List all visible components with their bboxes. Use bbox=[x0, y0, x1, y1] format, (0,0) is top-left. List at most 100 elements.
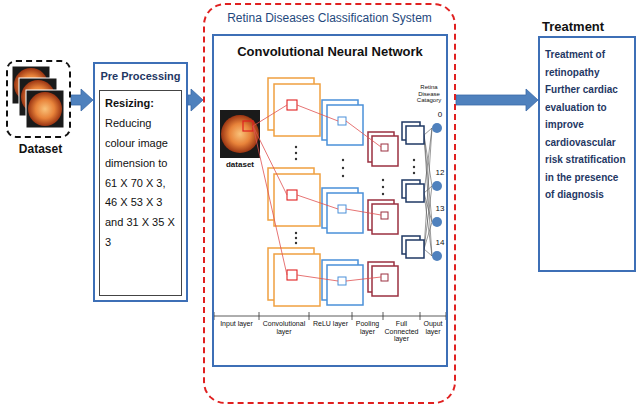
system-title: Retina Diseases Classification System bbox=[209, 11, 450, 25]
dense-links bbox=[424, 128, 432, 193]
output-units bbox=[432, 181, 442, 191]
layer-axis bbox=[352, 312, 353, 320]
dense-links bbox=[424, 249, 432, 256]
continuation-dots bbox=[413, 172, 415, 174]
output-units bbox=[432, 251, 442, 261]
continuation-dots bbox=[382, 186, 384, 188]
kernel-windows bbox=[287, 270, 297, 280]
convolution-maps bbox=[274, 254, 320, 306]
dense-links bbox=[424, 128, 432, 249]
dataset-label: Dataset bbox=[0, 142, 81, 156]
relu-maps bbox=[327, 105, 363, 145]
dataset-box: Dataset bbox=[6, 60, 71, 138]
cnn-box: Convolutional Neural Network bbox=[212, 34, 448, 367]
relu-maps bbox=[322, 100, 363, 305]
pooling-maps bbox=[368, 132, 398, 296]
input-image bbox=[220, 110, 260, 158]
feature-links bbox=[297, 275, 338, 281]
pooling-maps bbox=[372, 204, 398, 234]
layer-axis bbox=[420, 312, 421, 320]
input-image bbox=[220, 110, 260, 158]
continuation-dots bbox=[295, 158, 297, 160]
layer-axis bbox=[309, 312, 310, 320]
feature-links bbox=[297, 105, 338, 121]
output-units bbox=[432, 123, 442, 133]
detail-box: Resizing: Reducing colour image dimension… bbox=[99, 90, 182, 296]
process-box: Pre ProcessingResizing: Reducing colour i… bbox=[93, 62, 188, 302]
continuation-dots bbox=[295, 237, 297, 239]
continuation-dots bbox=[382, 193, 384, 195]
feature-links bbox=[253, 105, 287, 126]
relu-maps bbox=[338, 205, 346, 213]
dense-links bbox=[424, 193, 432, 256]
feature-links bbox=[297, 195, 338, 209]
network-title: Convolutional Neural Network bbox=[218, 44, 442, 60]
continuation-dots bbox=[382, 179, 384, 181]
output-heading: Retina Disease Catagory bbox=[413, 84, 445, 104]
relu-maps bbox=[327, 193, 363, 233]
pooling-maps bbox=[372, 266, 398, 296]
feature-links bbox=[253, 105, 381, 281]
treatment-box: TreatmentTreatment of retinopathy Furthe… bbox=[538, 36, 636, 272]
layer-axis bbox=[259, 312, 260, 320]
layer-name: Ouput layer bbox=[420, 320, 446, 335]
feature-links bbox=[253, 126, 287, 195]
feature-links bbox=[253, 126, 287, 275]
continuation-dots bbox=[295, 146, 415, 244]
continuation-dots bbox=[295, 242, 297, 244]
layer-name: Input layer bbox=[214, 320, 259, 328]
feature-links bbox=[346, 121, 381, 147]
continuation-dots bbox=[413, 159, 415, 161]
process-title: Pre Processing bbox=[96, 70, 185, 83]
image-caption: dataset bbox=[219, 161, 261, 170]
layer-axis bbox=[214, 316, 446, 317]
class-number: 12 bbox=[434, 169, 446, 178]
feature-links bbox=[346, 277, 381, 281]
input-image bbox=[243, 121, 253, 131]
dense-links bbox=[424, 135, 432, 256]
kernel-windows bbox=[287, 190, 297, 200]
dense-links bbox=[424, 128, 432, 135]
output-units bbox=[432, 217, 442, 227]
continuation-dots bbox=[295, 232, 297, 234]
kernel-windows bbox=[287, 100, 297, 110]
dense-links bbox=[424, 186, 432, 249]
flow-arrow bbox=[71, 89, 93, 111]
dense-units bbox=[406, 240, 424, 258]
input-image bbox=[221, 115, 259, 153]
dense-units bbox=[406, 126, 424, 144]
retina-images bbox=[12, 66, 64, 128]
continuation-dots bbox=[342, 175, 344, 177]
retina-images bbox=[26, 90, 64, 128]
pooling-maps bbox=[381, 144, 388, 151]
system-region: Retina Diseases Classification SystemCon… bbox=[203, 3, 456, 404]
kernel-windows bbox=[287, 100, 297, 280]
dense-links bbox=[424, 222, 432, 249]
convolution-maps bbox=[274, 84, 320, 136]
layer-name: Full Connected layer bbox=[383, 320, 420, 343]
step-description: Reducing colour image dimension to 61 X … bbox=[105, 114, 176, 253]
flow-arrow bbox=[456, 89, 538, 111]
retina-images bbox=[28, 92, 62, 126]
continuation-dots bbox=[413, 166, 415, 168]
feature-links bbox=[346, 209, 381, 215]
flow-arrow bbox=[188, 89, 203, 111]
step-title: Resizing: bbox=[105, 97, 176, 110]
continuation-dots bbox=[295, 152, 297, 154]
dense-links bbox=[424, 128, 432, 256]
relu-maps bbox=[338, 277, 346, 285]
continuation-dots bbox=[342, 159, 344, 161]
pooling-maps bbox=[381, 212, 388, 219]
treatment-description: Treatment of retinopathy Further cardiac… bbox=[545, 46, 630, 204]
layer-name: Pooling layer bbox=[352, 320, 383, 335]
relu-maps bbox=[338, 117, 346, 125]
relu-maps bbox=[327, 265, 363, 305]
dense-units bbox=[402, 122, 424, 258]
layer-name: Convolutional layer bbox=[259, 320, 309, 335]
treatment-title: Treatment bbox=[542, 19, 604, 35]
continuation-dots bbox=[295, 146, 297, 148]
class-number: 0 bbox=[434, 111, 446, 120]
dense-units bbox=[406, 184, 424, 202]
layer-axis bbox=[214, 312, 446, 320]
pooling-maps bbox=[372, 136, 398, 166]
